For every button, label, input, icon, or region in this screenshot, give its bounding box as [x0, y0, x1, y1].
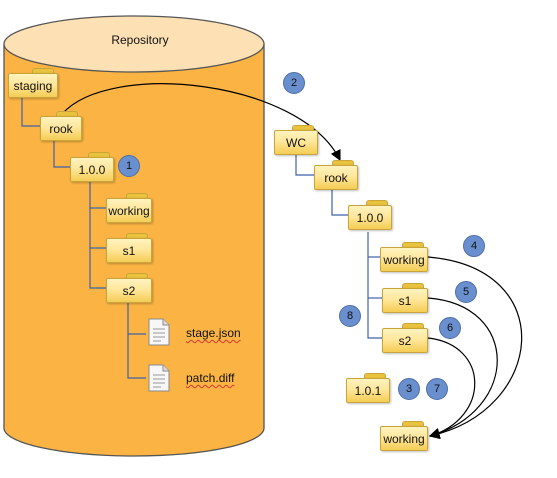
folder-working-target[interactable]: working — [380, 421, 428, 451]
arrow-step-5 — [427, 297, 498, 439]
folder-next-version[interactable]: 1.0.1 — [346, 373, 390, 403]
connector-version-s2-right — [367, 232, 382, 339]
step-badge-3: 3 — [398, 378, 420, 400]
folder-label: staging — [8, 73, 58, 98]
folder-label: working — [106, 198, 152, 223]
folder-label: 1.0.0 — [70, 157, 114, 182]
connector-wc-rook — [295, 153, 314, 176]
connector-rook-version — [53, 140, 70, 168]
folder-label: working — [380, 426, 428, 451]
folder-label: WC — [274, 130, 318, 155]
folder-label: s1 — [106, 238, 152, 263]
folder-wc[interactable]: WC — [274, 125, 318, 155]
folder-label: rook — [40, 116, 82, 141]
folder-s1-right[interactable]: s1 — [382, 283, 428, 313]
folder-s2-right[interactable]: s2 — [382, 323, 428, 353]
connector-version-s2 — [89, 181, 106, 289]
step-badge-2: 2 — [283, 72, 305, 94]
connector-s2-patch — [127, 302, 146, 379]
folder-rook-right[interactable]: rook — [314, 160, 358, 190]
step-badge-1: 1 — [118, 155, 140, 177]
folder-working-right[interactable]: working — [380, 242, 428, 272]
step-badge-4: 4 — [463, 235, 485, 257]
folder-label: s1 — [382, 288, 428, 313]
folder-label: s2 — [106, 278, 152, 303]
arrow-step-4 — [427, 256, 523, 440]
folder-label: working — [380, 247, 428, 272]
folder-label: s2 — [382, 328, 428, 353]
connector-rook-version-right — [331, 190, 348, 216]
folder-s2[interactable]: s2 — [106, 273, 152, 303]
folder-version[interactable]: 1.0.0 — [70, 152, 114, 182]
repository-title: Repository — [111, 33, 169, 47]
file-patch-diff[interactable]: patch.diff — [186, 371, 235, 385]
repository-cylinder-top — [3, 15, 265, 73]
folder-label: rook — [314, 165, 358, 190]
folder-rook[interactable]: rook — [40, 111, 82, 141]
step-badge-6: 6 — [439, 317, 461, 339]
folder-version-right[interactable]: 1.0.0 — [348, 200, 392, 230]
file-stage-json[interactable]: stage.json — [186, 326, 241, 340]
step-badge-5: 5 — [455, 281, 477, 303]
folder-label: 1.0.0 — [348, 205, 392, 230]
folder-s1[interactable]: s1 — [106, 233, 152, 263]
folder-working[interactable]: working — [106, 193, 152, 223]
document-icon — [148, 318, 170, 346]
document-icon — [148, 364, 170, 392]
folder-staging[interactable]: staging — [8, 68, 58, 98]
step-badge-7: 7 — [426, 378, 448, 400]
folder-label: 1.0.1 — [346, 378, 390, 403]
step-badge-8: 8 — [339, 305, 361, 327]
connector-staging-rook — [21, 98, 40, 127]
arrow-step-6 — [427, 337, 476, 439]
